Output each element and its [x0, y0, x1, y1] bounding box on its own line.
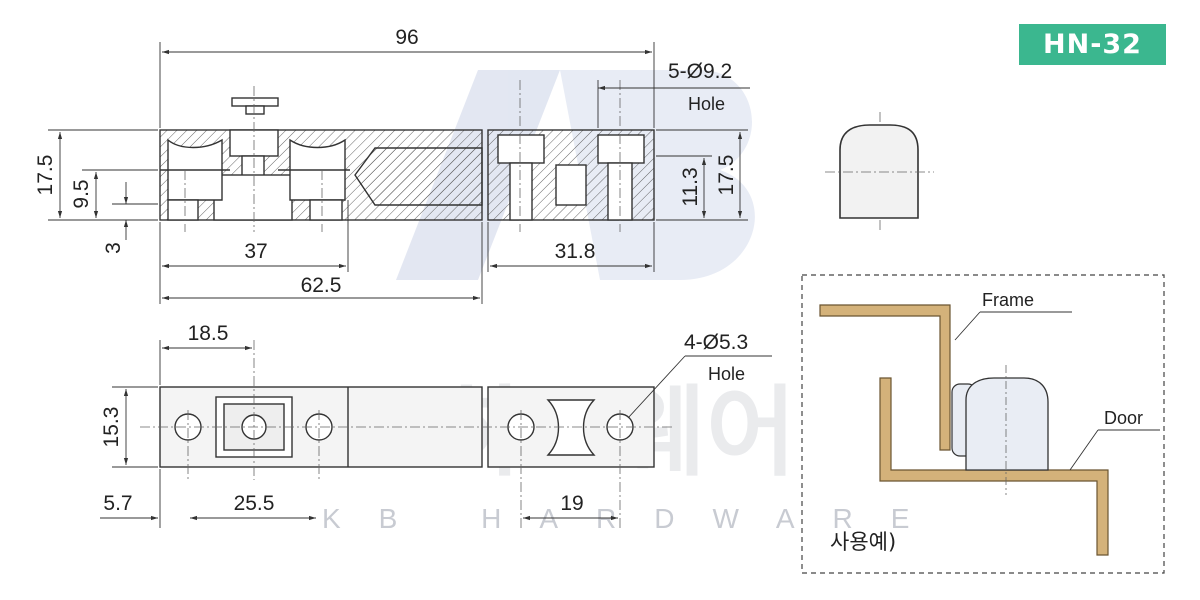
- usage-example: [819, 304, 1160, 556]
- dim-right-height: 17.5: [715, 155, 738, 196]
- dim-left-hole-pos: 37: [244, 240, 267, 263]
- door-plate: [879, 377, 1109, 556]
- callout-side-hole-sub: Hole: [688, 94, 725, 114]
- usage-example-frame: [801, 274, 1165, 574]
- callout-top-hole-sub: Hole: [708, 364, 745, 384]
- frame-label: Frame: [982, 290, 1034, 310]
- callout-side-hole: 5-Ø9.2: [668, 60, 732, 83]
- dim-step: 3: [102, 242, 125, 254]
- usage-caption: 사용예): [830, 530, 896, 554]
- door-label: Door: [1104, 408, 1143, 428]
- dim-lower-height: 9.5: [70, 179, 93, 208]
- dim-width: 15.3: [100, 407, 123, 448]
- dim-hinge-joint-pos: 62.5: [301, 274, 342, 297]
- top-rail: [546, 399, 596, 456]
- side-dimension-lines: [48, 42, 750, 304]
- dim-hole-spacing-left: 25.5: [234, 492, 275, 515]
- side-view: [159, 97, 655, 221]
- top-dimension-lines: [100, 340, 772, 528]
- dim-inner-height: 11.3: [679, 167, 702, 206]
- model-badge: HN-32: [1019, 24, 1166, 65]
- frame-plate: [819, 304, 951, 451]
- dim-edge-offset: 5.7: [103, 492, 132, 515]
- dim-hole-spacing-right: 19: [560, 492, 583, 515]
- dim-total-height: 17.5: [34, 155, 57, 196]
- dim-slot-center: 18.5: [188, 322, 229, 345]
- dim-overall-length: 96: [395, 26, 418, 49]
- callout-top-hole: 4-Ø5.3: [684, 331, 748, 354]
- end-view-profile: [839, 124, 919, 219]
- dim-right-section: 31.8: [555, 240, 596, 263]
- hinge-right-body: [965, 377, 1049, 471]
